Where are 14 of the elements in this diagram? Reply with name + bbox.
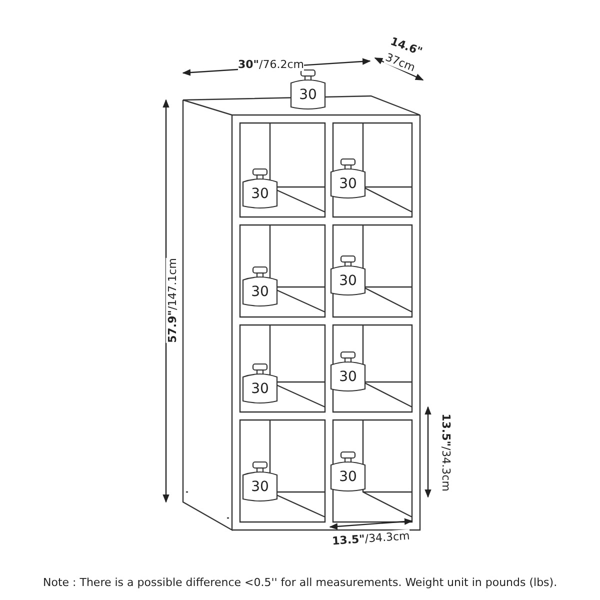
weight-label: 30 (250, 188, 270, 201)
dimension-label: 13.5"/34.3cm (439, 413, 452, 491)
note-text: Note : There is a possible difference <0.5'' for all measurements. Weight unit in pounds (lbs). (43, 576, 558, 588)
weight-label: 30 (338, 275, 358, 288)
weight-label: 30 (338, 371, 358, 384)
weight-label: 30 (250, 383, 270, 396)
dimension-label: 30"/76.2cm (238, 58, 304, 71)
weight-label: 30 (338, 471, 358, 484)
weight-label: 30 (250, 286, 270, 299)
dimension-label: 13.5"/34.3cm (332, 529, 410, 548)
weight-label: 30 (250, 481, 270, 494)
weight-label: 30 (298, 89, 318, 102)
weight-label: 30 (338, 178, 358, 191)
dimension-label: 57.9"/147.1cm (165, 258, 178, 342)
